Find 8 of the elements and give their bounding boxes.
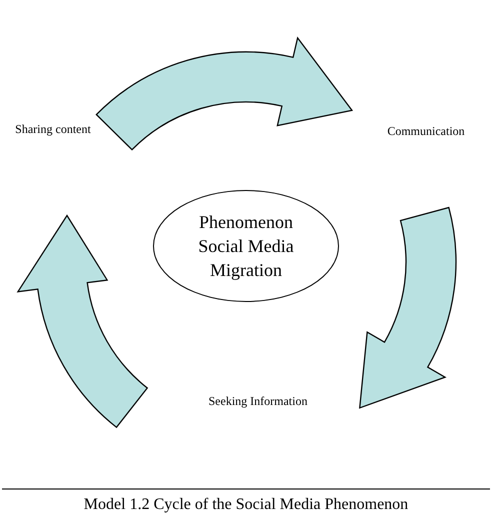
node-label: Seeking Information [188,392,328,410]
node-label: Communication [378,122,474,140]
curved-arrow [359,206,456,408]
curved-arrow [17,214,148,428]
curved-arrow [96,37,353,150]
caption: Model 1.2 Cycle of the Social Media Phenomenon [82,496,410,514]
node-label: Sharing content [8,120,98,138]
ellipse-node: Phenomenon Social Media Migration [153,190,339,302]
